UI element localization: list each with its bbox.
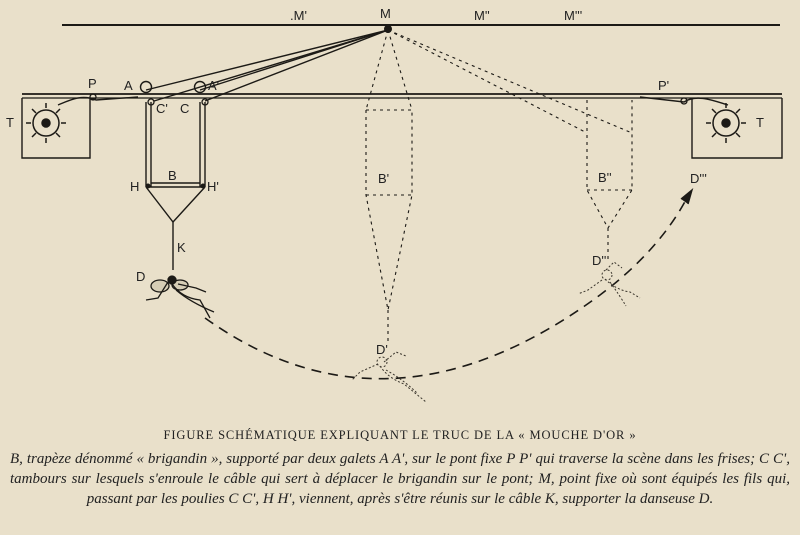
pulley-H bbox=[145, 183, 151, 189]
drum-T-left bbox=[26, 103, 66, 143]
pulley-P1 bbox=[680, 97, 688, 105]
label-D1: D' bbox=[376, 342, 388, 357]
right-drum-cable bbox=[639, 96, 729, 106]
dotted-M-B2-right bbox=[387, 29, 633, 134]
label-C: C bbox=[180, 101, 189, 116]
drum-T-right bbox=[706, 103, 746, 143]
caption-title: FIGURE SCHÉMATIQUE EXPLIQUANT LE TRUC DE… bbox=[163, 428, 637, 442]
label-M2: M'' bbox=[474, 8, 490, 23]
label-D: D bbox=[136, 269, 145, 284]
pulley-P bbox=[89, 93, 97, 101]
label-B: B bbox=[168, 168, 177, 183]
caption-body: B, trapèze dénommé « brigandin », suppor… bbox=[10, 451, 790, 507]
dotted-trapeze-B1 bbox=[365, 110, 413, 311]
label-A: A bbox=[124, 78, 133, 93]
swing-trajectory bbox=[204, 195, 689, 380]
label-D2: D'' bbox=[592, 253, 606, 268]
dancer-D1 bbox=[351, 351, 427, 403]
cable-C-to-M bbox=[204, 29, 389, 102]
roller-A1 bbox=[193, 80, 207, 94]
label-P: P bbox=[88, 76, 97, 91]
fixed-point-M bbox=[384, 25, 392, 33]
dotted-M-B2-left bbox=[387, 29, 588, 134]
brigandin-v-cables bbox=[145, 186, 206, 224]
label-H: H bbox=[130, 179, 139, 194]
label-C1: C' bbox=[156, 101, 168, 116]
pulley-C1 bbox=[147, 98, 155, 106]
right-drum-frame bbox=[691, 98, 783, 159]
left-drum-frame bbox=[21, 98, 91, 159]
dotted-trapeze-B2 bbox=[586, 100, 633, 230]
cable-C1-to-M bbox=[153, 29, 389, 102]
label-M: M bbox=[380, 6, 391, 21]
trajectory-arrowhead bbox=[680, 188, 694, 205]
label-M1: .M' bbox=[290, 8, 307, 23]
stage-mechanism-diagram: .M' M M'' M''' P P' A A' C' C T T H B H'… bbox=[6, 6, 783, 403]
label-H1: H' bbox=[207, 179, 219, 194]
roller-A bbox=[139, 80, 153, 94]
label-P1: P' bbox=[658, 78, 669, 93]
label-D3: D''' bbox=[690, 171, 707, 186]
label-A1: A' bbox=[208, 78, 219, 93]
label-B2: B'' bbox=[598, 170, 612, 185]
pulley-H1 bbox=[200, 183, 206, 189]
dancer-D bbox=[145, 275, 215, 319]
label-K: K bbox=[177, 240, 186, 255]
pulley-C bbox=[201, 98, 209, 106]
label-B1: B' bbox=[378, 171, 389, 186]
cable-A-to-M bbox=[145, 29, 389, 91]
left-drum-cable bbox=[57, 96, 139, 106]
dancer-D2 bbox=[577, 261, 641, 307]
label-T-left: T bbox=[6, 115, 14, 130]
label-T-right: T bbox=[756, 115, 764, 130]
label-M3: M''' bbox=[564, 8, 582, 23]
